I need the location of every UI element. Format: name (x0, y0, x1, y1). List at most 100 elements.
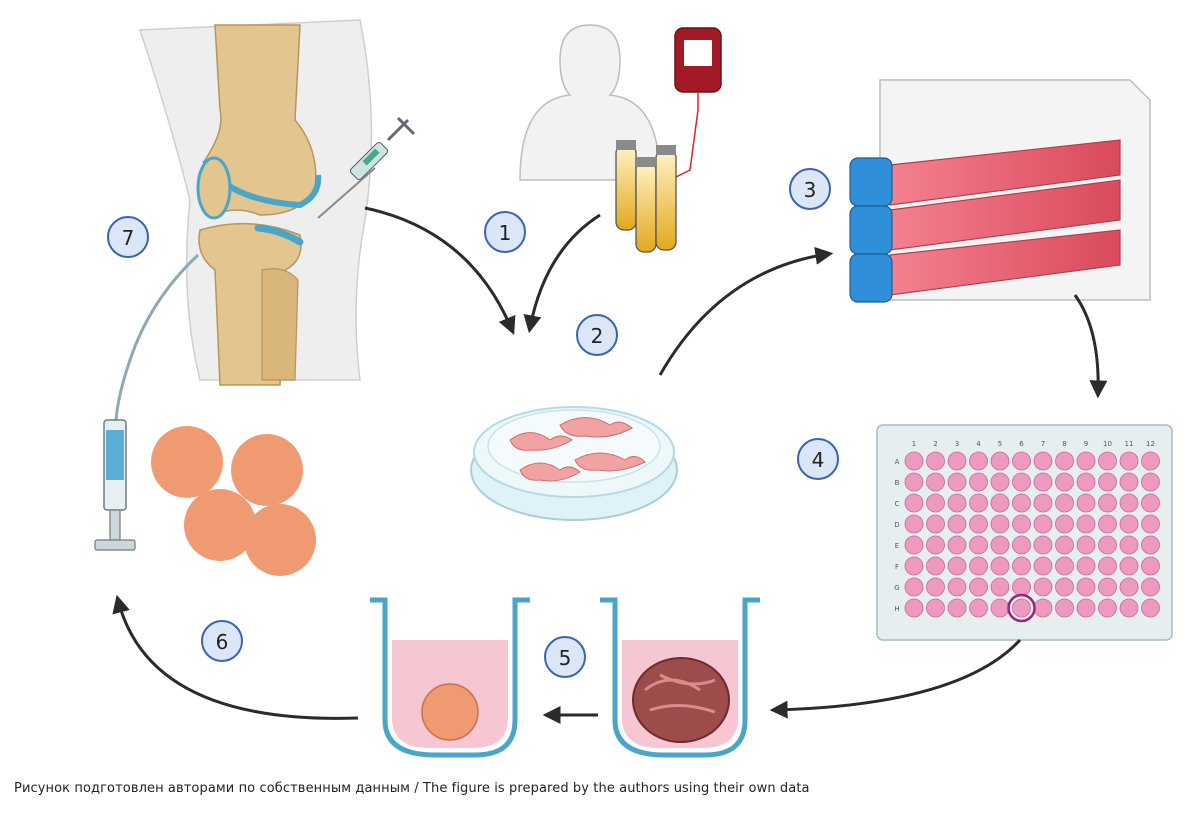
spheroids-cluster (151, 426, 316, 576)
plate-column-label: 7 (1041, 440, 1045, 448)
plate-well (1055, 577, 1074, 597)
fibula-bone (261, 268, 299, 381)
plate-column-label: 9 (1084, 440, 1088, 448)
plate-well (1033, 493, 1053, 513)
plate-well (990, 472, 1010, 492)
plate-column-label: 5 (998, 440, 1002, 448)
step-number: 1 (499, 221, 512, 245)
step-badge-4: 4 (797, 438, 839, 480)
spheroid (184, 489, 256, 561)
plate-well (1012, 598, 1031, 618)
plate-well (947, 577, 967, 597)
plate-column-label: 6 (1019, 440, 1024, 448)
plate-well (926, 451, 945, 471)
plate-well (969, 577, 988, 597)
plate-well (1119, 514, 1139, 534)
plate-well (904, 577, 924, 597)
plate-well (1076, 577, 1096, 597)
plate-well (1012, 556, 1031, 576)
petri-dish-illustration (470, 406, 678, 521)
plate-well (1119, 556, 1139, 576)
plate-well (1098, 535, 1117, 555)
cell (574, 452, 646, 472)
culture-well-with-cells (600, 597, 760, 758)
injection-syringe (94, 253, 200, 551)
plate-column-label: 3 (955, 440, 959, 448)
plate-well (1055, 514, 1074, 534)
plate-well (947, 451, 967, 471)
plate-column-label: 8 (1062, 440, 1066, 448)
step-badges: 1 2 3 4 5 6 7 (107, 168, 839, 678)
plate-well (1012, 577, 1031, 597)
patient-silhouette (519, 24, 661, 181)
plate-well (1033, 598, 1053, 618)
plate-well (1141, 451, 1160, 471)
plate-well (926, 514, 945, 534)
plate-well (947, 535, 967, 555)
flow-arrows (112, 206, 1108, 724)
plate-well (1076, 493, 1096, 513)
plate-well (990, 493, 1010, 513)
arrow-tubes-to-dish (523, 213, 601, 334)
step-number: 5 (559, 646, 572, 670)
plate-well (1076, 472, 1096, 492)
plate-well (990, 514, 1010, 534)
plate-well (1098, 598, 1117, 618)
plate-well (969, 535, 988, 555)
plate-well (969, 451, 988, 471)
plate-row-label: D (894, 521, 899, 529)
plate-well (1076, 535, 1096, 555)
plate-well (1141, 556, 1160, 576)
plate-well (1098, 577, 1117, 597)
plate-well (1119, 598, 1139, 618)
plate-row-label: A (895, 458, 900, 466)
plate-well (1098, 493, 1117, 513)
plate-row-label: G (894, 584, 899, 592)
plate-well (1012, 493, 1031, 513)
plate-well (1141, 493, 1160, 513)
plate-well (904, 472, 924, 492)
step-badge-7: 7 (107, 216, 149, 258)
spheroid (151, 426, 223, 498)
plate-well (1076, 598, 1096, 618)
plate-well (926, 493, 945, 513)
plate-well (1141, 577, 1160, 597)
plate-well (1141, 472, 1160, 492)
step-badge-2: 2 (576, 314, 618, 356)
needle (317, 167, 376, 219)
plate-row-label: H (894, 605, 899, 613)
plate-well (926, 598, 945, 618)
plate-well (1119, 577, 1139, 597)
highlighted-well-marker (1007, 593, 1036, 623)
femur-bone (200, 24, 317, 216)
plate-well (904, 598, 924, 618)
plate-column-label: 11 (1125, 440, 1134, 448)
arrow-spheroid-to-syringe (112, 594, 359, 720)
plate-well (1119, 451, 1139, 471)
spheroid (244, 504, 316, 576)
plate-column-label: 2 (933, 440, 937, 448)
plate-well (969, 472, 988, 492)
plate-well (1055, 472, 1074, 492)
step-number: 7 (122, 226, 135, 250)
plate-well (1119, 535, 1139, 555)
knee-joint-illustration (138, 19, 416, 386)
plate-well (1141, 535, 1160, 555)
culture-flasks-illustration (849, 79, 1151, 303)
plate-row-label: E (895, 542, 899, 550)
cell (519, 462, 581, 482)
plate-well (1098, 451, 1117, 471)
plate-well (904, 451, 924, 471)
plate-well (1119, 493, 1139, 513)
cell (509, 432, 573, 451)
plate-well (926, 472, 945, 492)
plate-well (1012, 535, 1031, 555)
plate-well (1141, 514, 1160, 534)
step-number: 3 (804, 178, 817, 202)
plate-well (1033, 472, 1053, 492)
step-number: 2 (591, 324, 604, 348)
plate-row-label: F (895, 563, 899, 571)
step-badge-6: 6 (201, 620, 243, 662)
